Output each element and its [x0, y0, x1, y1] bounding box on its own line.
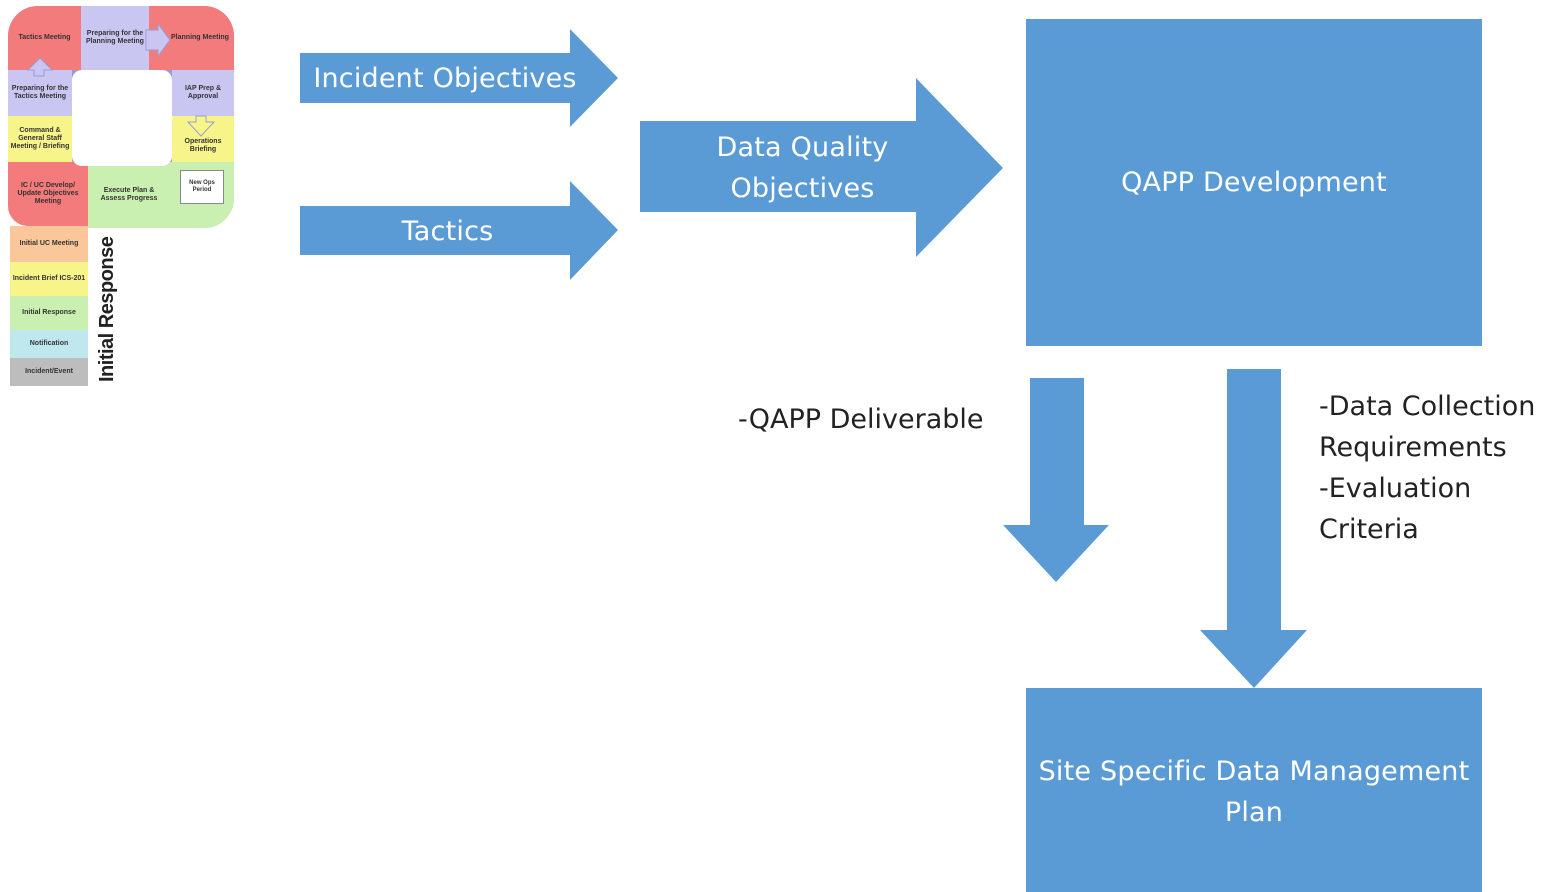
data-quality-objectives-arrow: [640, 78, 1003, 257]
p-cell-preparing-tactics-meeting: Preparing for the Tactics Meeting: [8, 70, 72, 116]
p-cell-initial-response: Initial Response: [10, 296, 88, 330]
site-plan-label: Site Specific Data Management Plan: [1038, 756, 1470, 828]
p-arrow-up-icon: [26, 57, 54, 77]
p-cell-new-ops-period: New Ops Period: [180, 170, 224, 204]
p-cell-incident-brief: Incident Brief ICS-201: [10, 262, 88, 296]
requirements-down-arrow: [1200, 369, 1307, 688]
p-arrow-right-icon: [145, 22, 171, 58]
qapp-development-label: QAPP Development: [1121, 166, 1387, 198]
p-arrow-down-icon: [186, 115, 216, 137]
requirements-annotation: -Data Collection Requirements -Evaluatio…: [1319, 386, 1535, 550]
site-plan-box: [1026, 688, 1482, 892]
initial-response-side-label: Initial Response: [96, 236, 118, 382]
p-cell-execute-plan-text: Execute Plan & Assess Progress: [100, 187, 158, 202]
incident-objectives-label: Incident Objectives: [313, 62, 577, 94]
p-cell-iap-prep-approval: IAP Prep & Approval: [172, 70, 234, 116]
requirements-line: -Evaluation: [1319, 473, 1472, 504]
qapp-development-box: [1026, 19, 1482, 346]
p-cell-initial-uc-meeting: Initial UC Meeting: [10, 226, 88, 262]
tactics-label: Tactics: [401, 215, 494, 247]
requirements-line: Criteria: [1319, 514, 1419, 545]
data-quality-objectives-label: Data Quality Objectives: [716, 132, 889, 204]
qapp-deliverable-annotation: -QAPP Deliverable: [738, 404, 984, 435]
p-cell-command-general-staff: Command & General Staff Meeting / Briefi…: [8, 116, 72, 162]
requirements-line: Requirements: [1319, 432, 1507, 463]
tactics-arrow: [300, 181, 618, 280]
qapp-deliverable-down-arrow: [1003, 378, 1109, 582]
incident-objectives-arrow: [300, 29, 618, 127]
requirements-line: -Data Collection: [1319, 391, 1536, 422]
p-cell-incident-event: Incident/Event: [10, 358, 88, 386]
planning-p-arrows: [26, 22, 216, 137]
planning-p-center: [72, 70, 172, 166]
p-cell-notification: Notification: [10, 330, 88, 358]
p-cell-preparing-planning-meeting: Preparing for the Planning Meeting: [81, 6, 149, 70]
p-cell-tactics-meeting: Tactics Meeting: [8, 6, 81, 70]
p-cell-ic-uc-objectives: IC / UC Develop/ Update Objectives Meeti…: [8, 162, 88, 226]
